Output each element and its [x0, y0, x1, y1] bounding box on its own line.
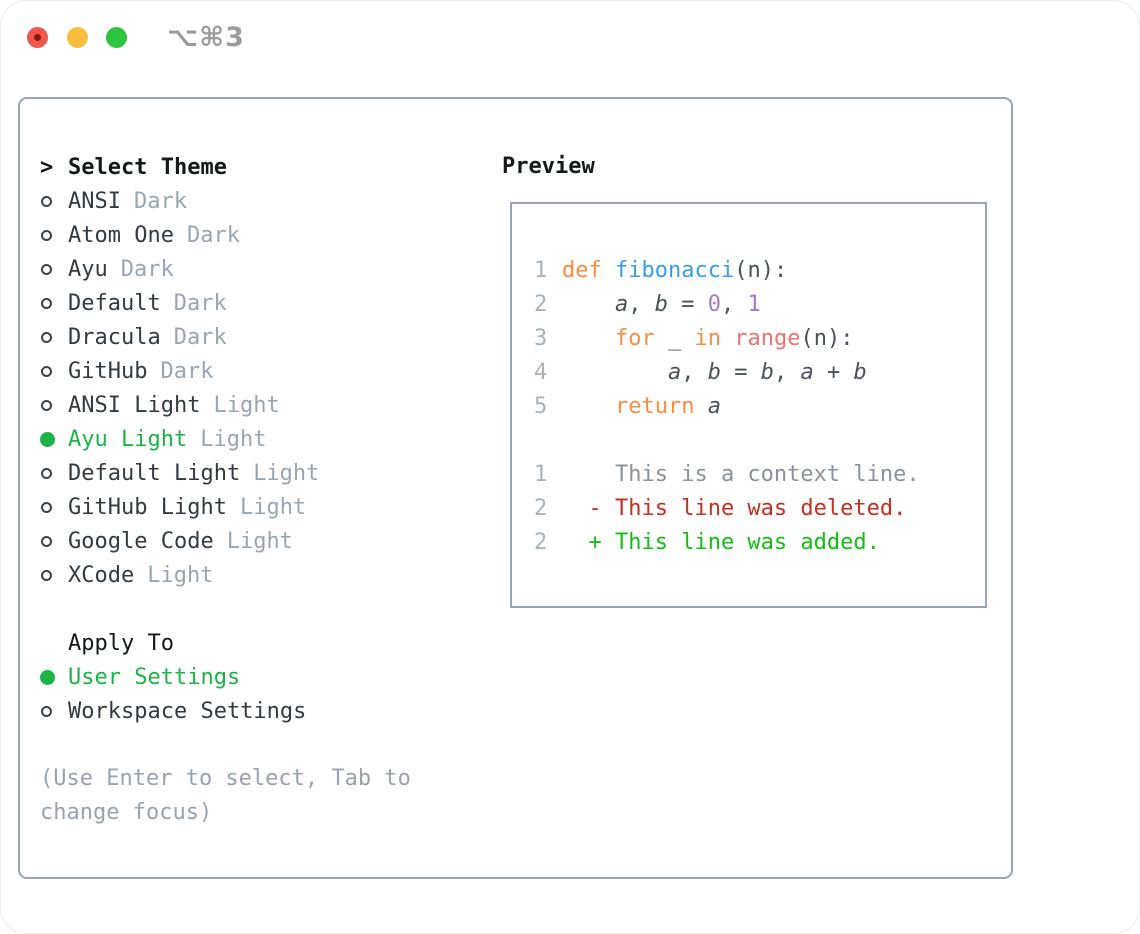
theme-option-default[interactable]: Default Dark [40, 286, 490, 320]
theme-option-google-code[interactable]: Google Code Light [40, 524, 490, 558]
apply-to-title: Apply To [68, 630, 174, 656]
minimize-button[interactable] [66, 27, 88, 48]
theme-name: ANSI [68, 188, 121, 214]
theme-select-header: > Select Theme [40, 150, 490, 184]
preview-line: 5 return a [534, 389, 985, 423]
preview-line: 1 def fibonacci(n): [534, 253, 985, 287]
preview-title: Preview [502, 154, 595, 179]
preview-line: 2 + This line was added. [534, 525, 985, 559]
theme-option-ayu[interactable]: Ayu Dark [40, 252, 490, 286]
line-content: This is a context line. [562, 461, 920, 487]
apply-option-label: User Settings [68, 664, 241, 690]
line-content: return a [614, 393, 721, 419]
line-content: for _ in range(n): [614, 325, 854, 351]
line-number: 1 [534, 257, 548, 283]
theme-option-ansi[interactable]: ANSI Dark [40, 184, 490, 218]
theme-name: Atom One [68, 222, 174, 248]
radio-icon [40, 501, 68, 513]
preview-line: 3 for _ in range(n): [534, 321, 985, 355]
theme-name: GitHub [68, 358, 148, 384]
line-number: 3 [534, 325, 548, 351]
line-content: a, b = b, a + b [667, 359, 867, 385]
line-content: def fibonacci(n): [562, 257, 788, 283]
hint-text: (Use Enter to select, Tab to change focu… [40, 766, 411, 825]
theme-option-xcode[interactable]: XCode Light [40, 558, 490, 592]
theme-variant-badge: Dark [173, 290, 227, 316]
apply-option-user-settings[interactable]: User Settings [40, 660, 490, 694]
theme-name: ANSI Light [68, 392, 201, 418]
focus-pointer-icon: > [40, 154, 54, 180]
theme-option-dracula[interactable]: Dracula Dark [40, 320, 490, 354]
radio-icon [40, 331, 68, 343]
line-number: 2 [534, 495, 548, 521]
theme-name: Ayu [68, 256, 108, 282]
apply-option-label: Workspace Settings [68, 698, 307, 724]
preview-line: 1 This is a context line. [534, 457, 985, 491]
theme-variant-badge: Light [253, 460, 320, 486]
radio-icon [40, 365, 68, 377]
radio-selected-icon [40, 431, 68, 447]
theme-name: Dracula [68, 324, 161, 350]
preview-line: 2 - This line was deleted. [534, 491, 985, 525]
theme-variant-badge: Light [226, 528, 293, 554]
theme-variant-badge: Dark [160, 358, 214, 384]
radio-icon [40, 229, 68, 241]
preview-line [534, 423, 985, 457]
radio-icon [40, 297, 68, 309]
theme-name: Ayu Light [68, 426, 188, 452]
line-content: + This line was added. [562, 529, 880, 555]
theme-option-ansi-light[interactable]: ANSI Light Light [40, 388, 490, 422]
theme-option-default-light[interactable]: Default Light Light [40, 456, 490, 490]
theme-variant-badge: Light [239, 494, 307, 520]
close-button[interactable] [27, 27, 48, 48]
radio-icon [40, 705, 68, 717]
theme-variant-badge: Light [200, 426, 267, 452]
zoom-button[interactable] [106, 27, 127, 48]
window-title: ⌥⌘3 [167, 22, 245, 53]
theme-variant-badge: Dark [120, 256, 174, 282]
line-content: - This line was deleted. [562, 495, 907, 521]
titlebar: ⌥⌘3 [0, 0, 1140, 70]
apply-to-header: Apply To [40, 626, 490, 660]
theme-name: GitHub Light [68, 494, 227, 520]
radio-icon [40, 263, 68, 275]
radio-icon [40, 535, 68, 547]
theme-option-ayu-light[interactable]: Ayu Light Light [40, 422, 490, 456]
theme-name: Default Light [68, 460, 241, 486]
line-number: 2 [534, 529, 548, 555]
theme-option-github[interactable]: GitHub Dark [40, 354, 490, 388]
line-number: 2 [534, 291, 548, 317]
radio-icon [40, 399, 68, 411]
line-number: 5 [534, 393, 548, 419]
line-content: a, b = 0, 1 [614, 291, 761, 317]
radio-icon [40, 467, 68, 479]
line-number: 1 [534, 461, 548, 487]
preview-line: 2 a, b = 0, 1 [534, 287, 985, 321]
preview-line: 4 a, b = b, a + b [534, 355, 985, 389]
line-number: 4 [534, 359, 548, 385]
theme-select-title: Select Theme [68, 154, 227, 180]
radio-selected-icon [40, 669, 68, 685]
theme-variant-badge: Light [213, 392, 280, 418]
radio-icon [40, 195, 68, 207]
apply-option-workspace-settings[interactable]: Workspace Settings [40, 694, 490, 728]
theme-option-github-light[interactable]: GitHub Light Light [40, 490, 490, 524]
theme-name: Default [68, 290, 161, 316]
theme-option-atom-one[interactable]: Atom One Dark [40, 218, 490, 252]
theme-name: XCode [68, 562, 135, 588]
theme-variant-badge: Dark [133, 188, 187, 214]
traffic-lights [27, 27, 127, 48]
radio-icon [40, 569, 68, 581]
theme-variant-badge: Dark [186, 222, 240, 248]
theme-variant-badge: Dark [173, 324, 227, 350]
theme-variant-badge: Light [147, 562, 214, 588]
theme-name: Google Code [68, 528, 214, 554]
